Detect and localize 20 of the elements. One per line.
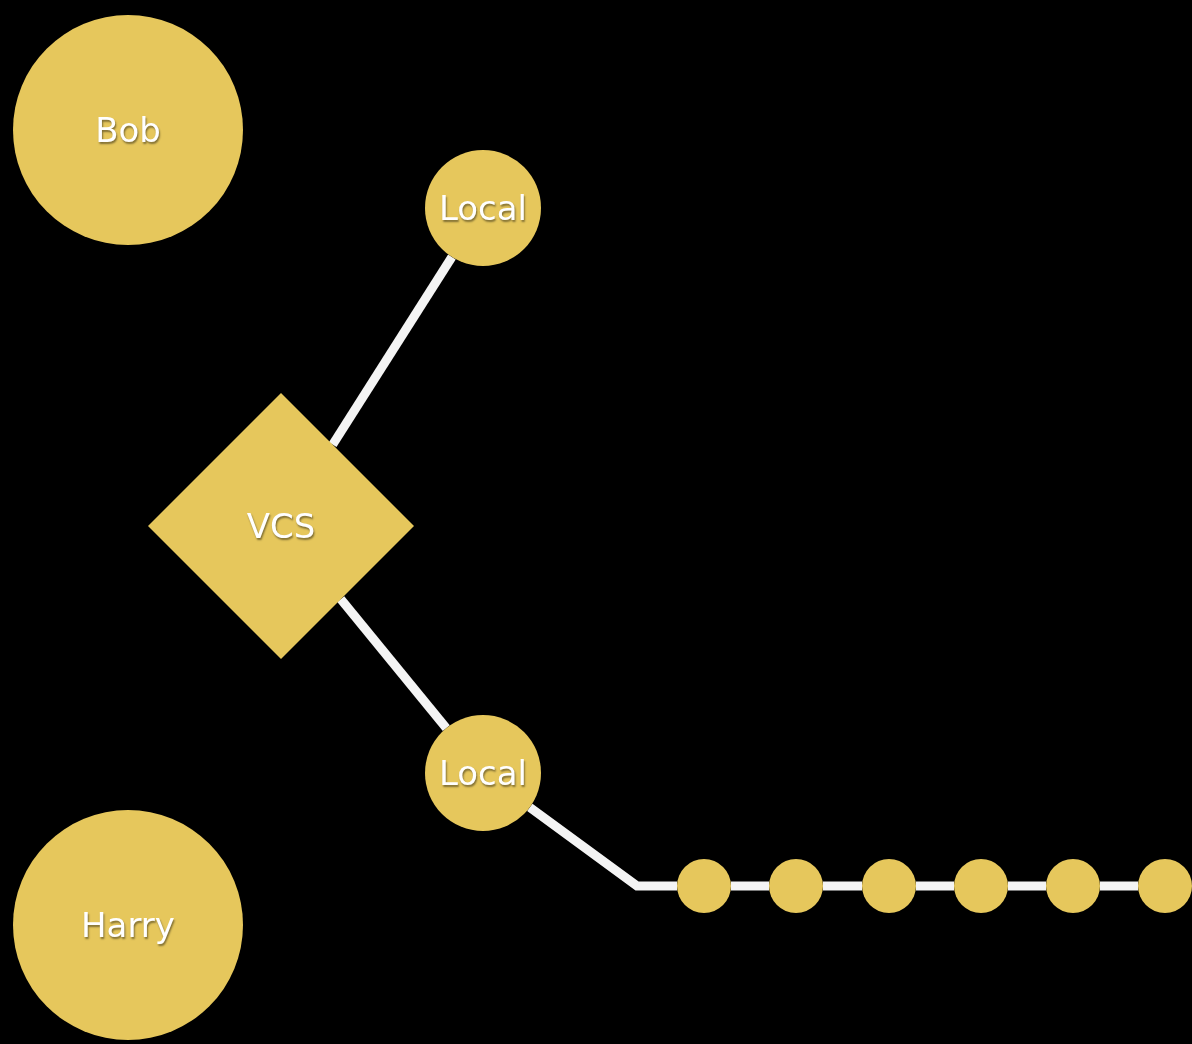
circle-node [954, 859, 1008, 913]
circle-node [1138, 859, 1192, 913]
connector-line [916, 881, 954, 891]
connector-line [1008, 881, 1046, 891]
circle-node [1046, 859, 1100, 913]
node-label: Harry [81, 905, 175, 945]
connector-line [527, 803, 677, 891]
connector-line [337, 596, 450, 731]
node-label: Local [438, 753, 528, 793]
node-label: VCS [246, 506, 316, 546]
connector-line [1100, 881, 1138, 891]
connector-line [731, 881, 769, 891]
circle-node [677, 859, 731, 913]
node-label: Bob [95, 110, 161, 150]
connector-line [328, 254, 456, 448]
circle-node [769, 859, 823, 913]
diamond-node [148, 393, 414, 659]
circle-node [862, 859, 916, 913]
node-label: Local [438, 188, 528, 228]
connector-line [823, 881, 862, 891]
